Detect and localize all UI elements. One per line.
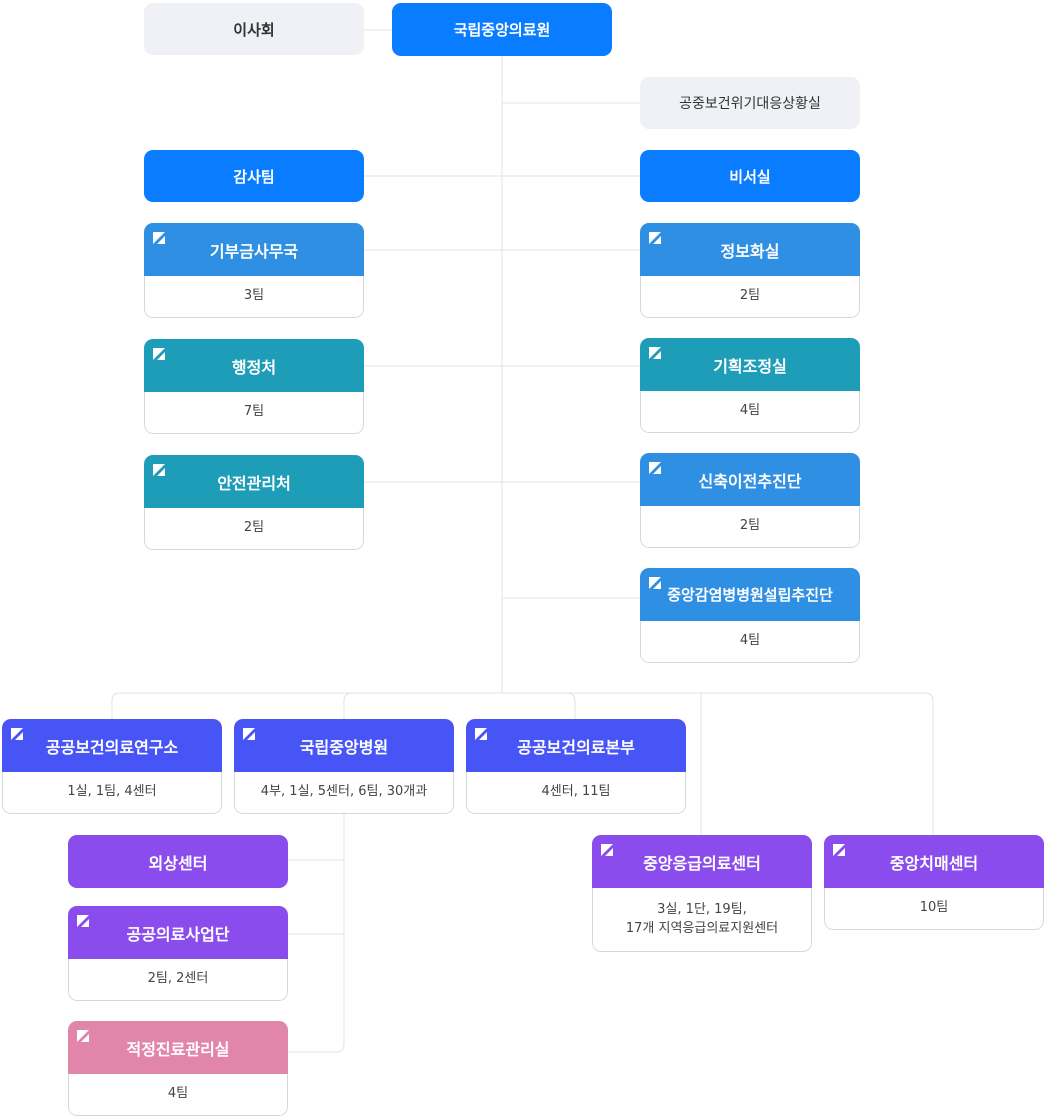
edit-icon	[601, 844, 613, 856]
unit-detail: 4팀	[640, 391, 860, 433]
unit-name: 중앙응급의료센터	[643, 853, 761, 873]
edit-icon	[153, 348, 165, 360]
crisis-room-label: 공중보건위기대응상황실	[679, 96, 821, 112]
unit-header: 공공보건의료본부	[466, 719, 686, 772]
unit-header: 안전관리처	[144, 455, 364, 508]
unit-name: 정보화실	[720, 241, 780, 261]
unit-name: 외상센터	[148, 853, 208, 873]
board-box: 이사회	[144, 3, 364, 55]
secretariat-label: 비서실	[729, 167, 771, 186]
unit-detail: 4센터, 11팀	[466, 772, 686, 814]
root-label: 국립중앙의료원	[453, 21, 551, 39]
edit-icon	[11, 728, 23, 740]
unit-header: 중앙응급의료센터	[592, 835, 812, 888]
unit-header: 기획조정실	[640, 338, 860, 391]
edit-icon	[649, 577, 661, 589]
unit-detail: 3팀	[144, 276, 364, 318]
division-public-health-headquarters[interactable]: 공공보건의료본부 4센터, 11팀	[466, 719, 686, 814]
unit-infectious-hospital[interactable]: 중앙감염병병원설립추진단 4팀	[640, 568, 860, 663]
unit-detail: 2팀	[144, 508, 364, 550]
unit-name: 기획조정실	[713, 356, 787, 376]
unit-header: 정보화실	[640, 223, 860, 276]
root-node[interactable]: 국립중앙의료원	[392, 3, 612, 56]
unit-header: 공공의료사업단	[68, 906, 288, 959]
unit-header: 신축이전추진단	[640, 453, 860, 506]
audit-team-label: 감사팀	[233, 167, 275, 186]
unit-relocation[interactable]: 신축이전추진단 2팀	[640, 453, 860, 548]
unit-detail: 3실, 1단, 19팀, 17개 지역응급의료지원센터	[592, 888, 812, 952]
edit-icon	[243, 728, 255, 740]
unit-informatization[interactable]: 정보화실 2팀	[640, 223, 860, 318]
unit-detail: 2팀, 2센터	[68, 959, 288, 1001]
unit-name: 중앙감염병병원설립추진단	[667, 586, 833, 604]
unit-detail: 4팀	[640, 621, 860, 663]
unit-safety-management[interactable]: 안전관리처 2팀	[144, 455, 364, 550]
unit-name: 국립중앙병원	[299, 737, 389, 757]
unit-name: 적정진료관리실	[126, 1039, 230, 1059]
unit-name: 공공의료사업단	[126, 924, 230, 944]
unit-appropriate-care[interactable]: 적정진료관리실 4팀	[68, 1021, 288, 1116]
detail-line-2: 17개 지역응급의료지원센터	[625, 920, 779, 936]
unit-donation-office[interactable]: 기부금사무국 3팀	[144, 223, 364, 318]
unit-name: 중앙치매센터	[889, 853, 979, 873]
unit-name: 공공보건의료연구소	[45, 737, 179, 757]
unit-header: 적정진료관리실	[68, 1021, 288, 1074]
unit-detail: 1실, 1팀, 4센터	[2, 772, 222, 814]
unit-detail: 10팀	[824, 888, 1044, 930]
unit-name: 공공보건의료본부	[517, 737, 635, 757]
unit-name: 안전관리처	[217, 473, 291, 493]
edit-icon	[153, 464, 165, 476]
unit-header: 공공보건의료연구소	[2, 719, 222, 772]
unit-detail: 7팀	[144, 392, 364, 434]
crisis-room-box: 공중보건위기대응상황실	[640, 77, 860, 129]
unit-planning[interactable]: 기획조정실 4팀	[640, 338, 860, 433]
division-research-institute[interactable]: 공공보건의료연구소 1실, 1팀, 4센터	[2, 719, 222, 814]
unit-detail: 4부, 1실, 5센터, 6팀, 30개과	[234, 772, 454, 814]
unit-header: 중앙치매센터	[824, 835, 1044, 888]
unit-name: 행정처	[231, 357, 277, 377]
edit-icon	[649, 347, 661, 359]
center-dementia[interactable]: 중앙치매센터 10팀	[824, 835, 1044, 930]
edit-icon	[833, 844, 845, 856]
unit-header: 중앙감염병병원설립추진단	[640, 568, 860, 621]
unit-detail: 4팀	[68, 1074, 288, 1116]
edit-icon	[77, 1030, 89, 1042]
unit-detail: 2팀	[640, 276, 860, 318]
detail-line-1: 3실, 1단, 19팀,	[657, 902, 747, 918]
secretariat-node[interactable]: 비서실	[640, 150, 860, 202]
unit-name: 신축이전추진단	[698, 471, 802, 491]
unit-public-medical-project[interactable]: 공공의료사업단 2팀, 2센터	[68, 906, 288, 1001]
unit-administration[interactable]: 행정처 7팀	[144, 339, 364, 434]
edit-icon	[77, 915, 89, 927]
division-national-hospital[interactable]: 국립중앙병원 4부, 1실, 5센터, 6팀, 30개과	[234, 719, 454, 814]
board-label: 이사회	[233, 20, 275, 39]
unit-header: 기부금사무국	[144, 223, 364, 276]
trauma-center-node[interactable]: 외상센터	[68, 835, 288, 888]
edit-icon	[649, 462, 661, 474]
unit-detail: 2팀	[640, 506, 860, 548]
edit-icon	[153, 232, 165, 244]
unit-name: 기부금사무국	[209, 241, 299, 261]
center-emergency-medical[interactable]: 중앙응급의료센터 3실, 1단, 19팀, 17개 지역응급의료지원센터	[592, 835, 812, 952]
edit-icon	[475, 728, 487, 740]
unit-header: 국립중앙병원	[234, 719, 454, 772]
unit-header: 행정처	[144, 339, 364, 392]
edit-icon	[649, 232, 661, 244]
audit-team-node[interactable]: 감사팀	[144, 150, 364, 202]
